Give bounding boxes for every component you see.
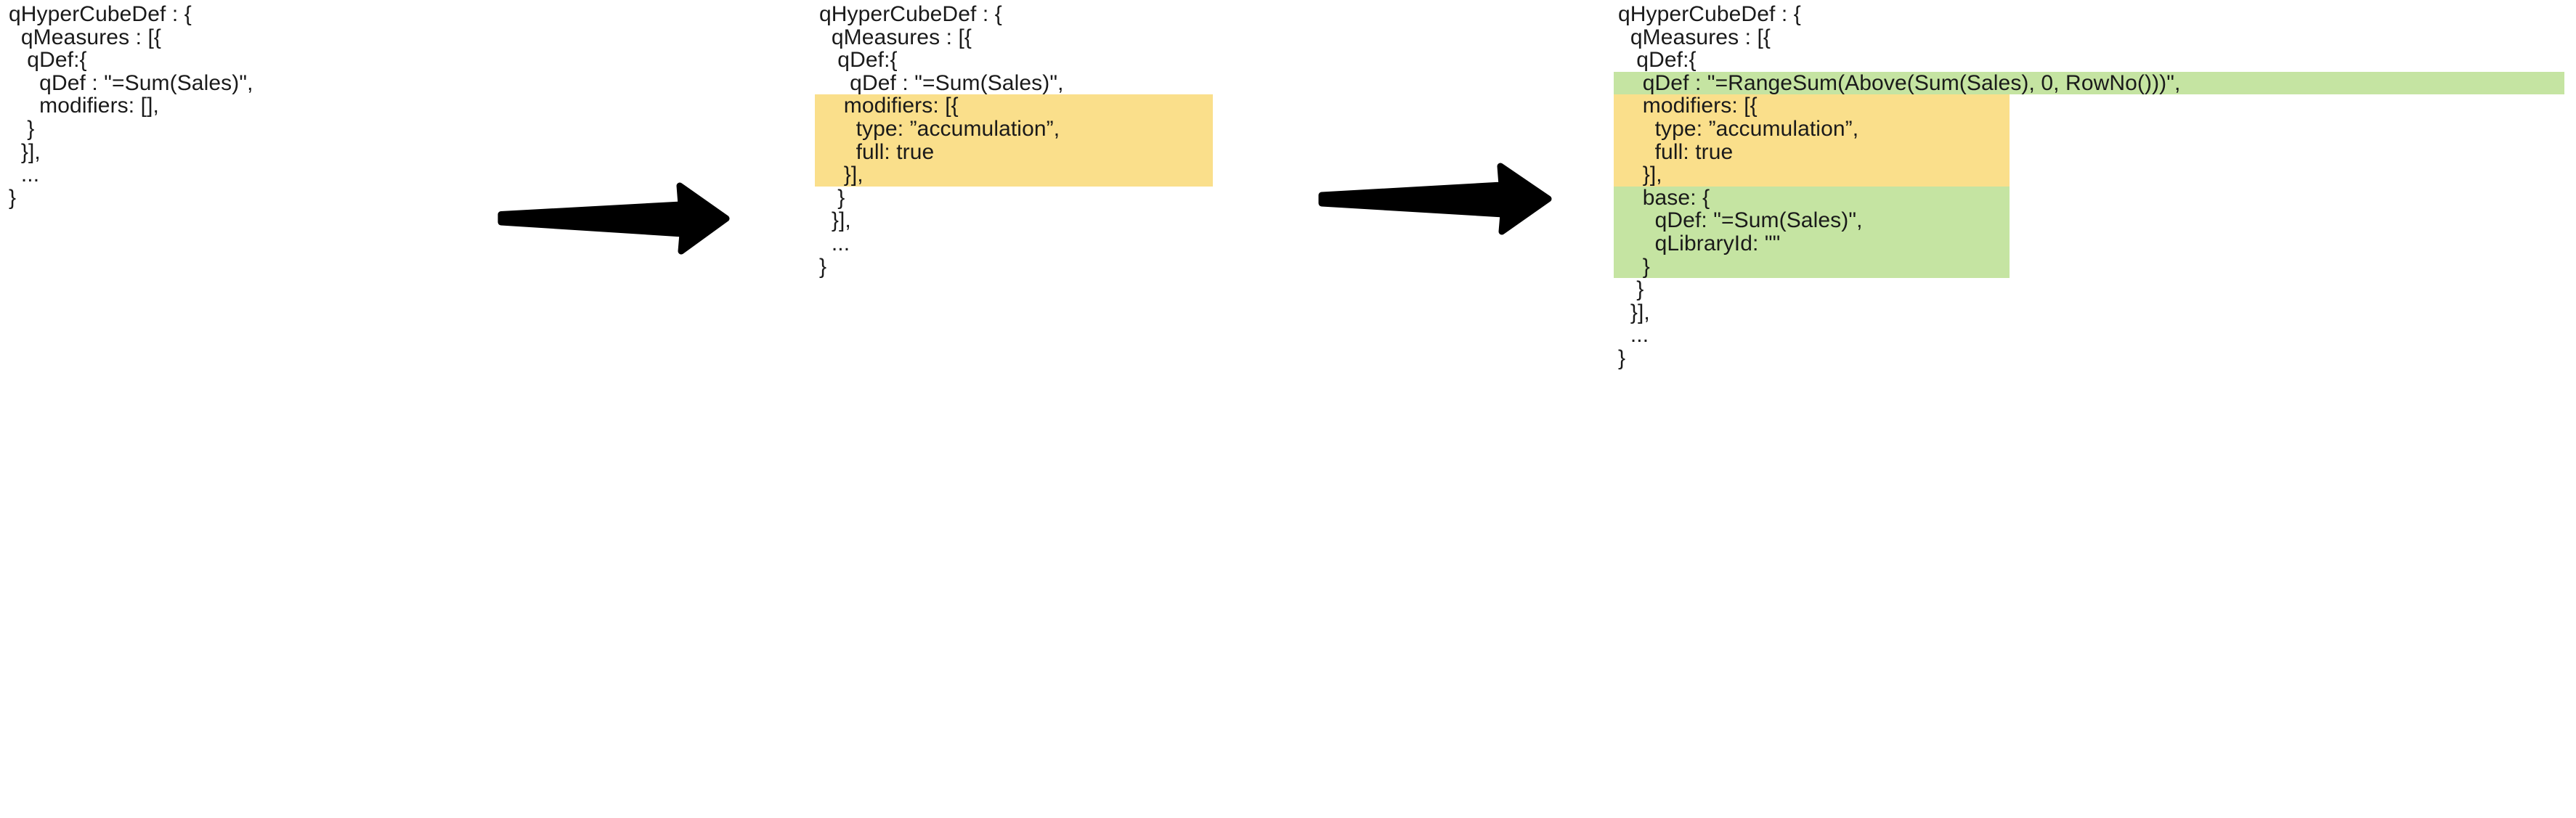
code-line: qLibraryId: "" (1618, 231, 1781, 255)
code-block: qHyperCubeDef : { qMeasures : [{ qDef:{ … (4, 3, 253, 209)
code-line: qDef:{ (1618, 48, 1697, 73)
highlight-block-yellow: modifiers: [{ type: ”accumulation”, full… (815, 94, 1213, 187)
code-line: qDef : "=Sum(Sales)", (819, 70, 1064, 95)
transform-arrow-step-2 (1300, 155, 1590, 242)
code-line: qHyperCubeDef : { (1618, 2, 1801, 26)
code-line: }], (1618, 300, 1650, 324)
code-line: }], (819, 163, 864, 187)
code-line: full: true (1618, 139, 1734, 164)
code-line: modifiers: [], (9, 94, 159, 118)
code-line: }], (1618, 163, 1662, 187)
code-line: } (9, 185, 17, 210)
code-panel-with-modifier: qHyperCubeDef : { qMeasures : [{ qDef:{ … (815, 3, 1213, 278)
code-line: qDef : "=RangeSum(Above(Sum(Sales), 0, R… (1618, 70, 2181, 95)
code-block: qHyperCubeDef : { qMeasures : [{ qDef:{ (1614, 3, 2564, 72)
code-line: } (9, 116, 35, 141)
code-line: } (819, 254, 827, 279)
highlight-block-green: qDef : "=RangeSum(Above(Sum(Sales), 0, R… (1614, 72, 2564, 95)
code-line: type: ”accumulation”, (1618, 116, 1859, 141)
code-line: qMeasures : [{ (819, 25, 972, 49)
code-line: qDef:{ (819, 48, 898, 73)
code-line: qHyperCubeDef : { (819, 2, 1002, 26)
code-line: }], (819, 208, 851, 233)
code-block: } }], ...} (1614, 278, 2564, 369)
code-line: qDef: "=Sum(Sales)", (1618, 208, 1863, 233)
transform-arrow-step-1 (479, 177, 763, 264)
code-line: modifiers: [{ (819, 94, 959, 118)
code-line: qHyperCubeDef : { (9, 2, 192, 26)
code-line: ... (819, 231, 850, 255)
code-line: qMeasures : [{ (1618, 25, 1771, 49)
code-line: full: true (819, 139, 935, 164)
highlight-block-green: base: { qDef: "=Sum(Sales)", qLibraryId:… (1614, 185, 2010, 279)
code-line: ... (1618, 323, 1649, 348)
code-line: } (1618, 345, 1626, 370)
code-line: } (819, 185, 845, 210)
arrow-right-icon (1318, 163, 1552, 235)
code-block: } }], ...} (815, 187, 1213, 278)
code-line: qDef:{ (9, 48, 87, 73)
code-line: base: { (1618, 185, 1710, 210)
code-line: modifiers: [{ (1618, 94, 1758, 118)
code-panel-original: qHyperCubeDef : { qMeasures : [{ qDef:{ … (4, 3, 253, 209)
code-line: ... (9, 163, 40, 187)
code-line: qDef : "=Sum(Sales)", (9, 70, 253, 95)
code-line: }], (9, 139, 41, 164)
code-panel-applied: qHyperCubeDef : { qMeasures : [{ qDef:{ … (1614, 3, 2564, 370)
code-line: } (1618, 277, 1644, 302)
code-block: qHyperCubeDef : { qMeasures : [{ qDef:{ … (815, 3, 1213, 94)
code-line: } (1618, 254, 1650, 279)
arrow-right-icon (497, 182, 730, 255)
code-line: qMeasures : [{ (9, 25, 162, 49)
highlight-block-yellow: modifiers: [{ type: ”accumulation”, full… (1614, 94, 2010, 187)
code-line: type: ”accumulation”, (819, 116, 1060, 141)
